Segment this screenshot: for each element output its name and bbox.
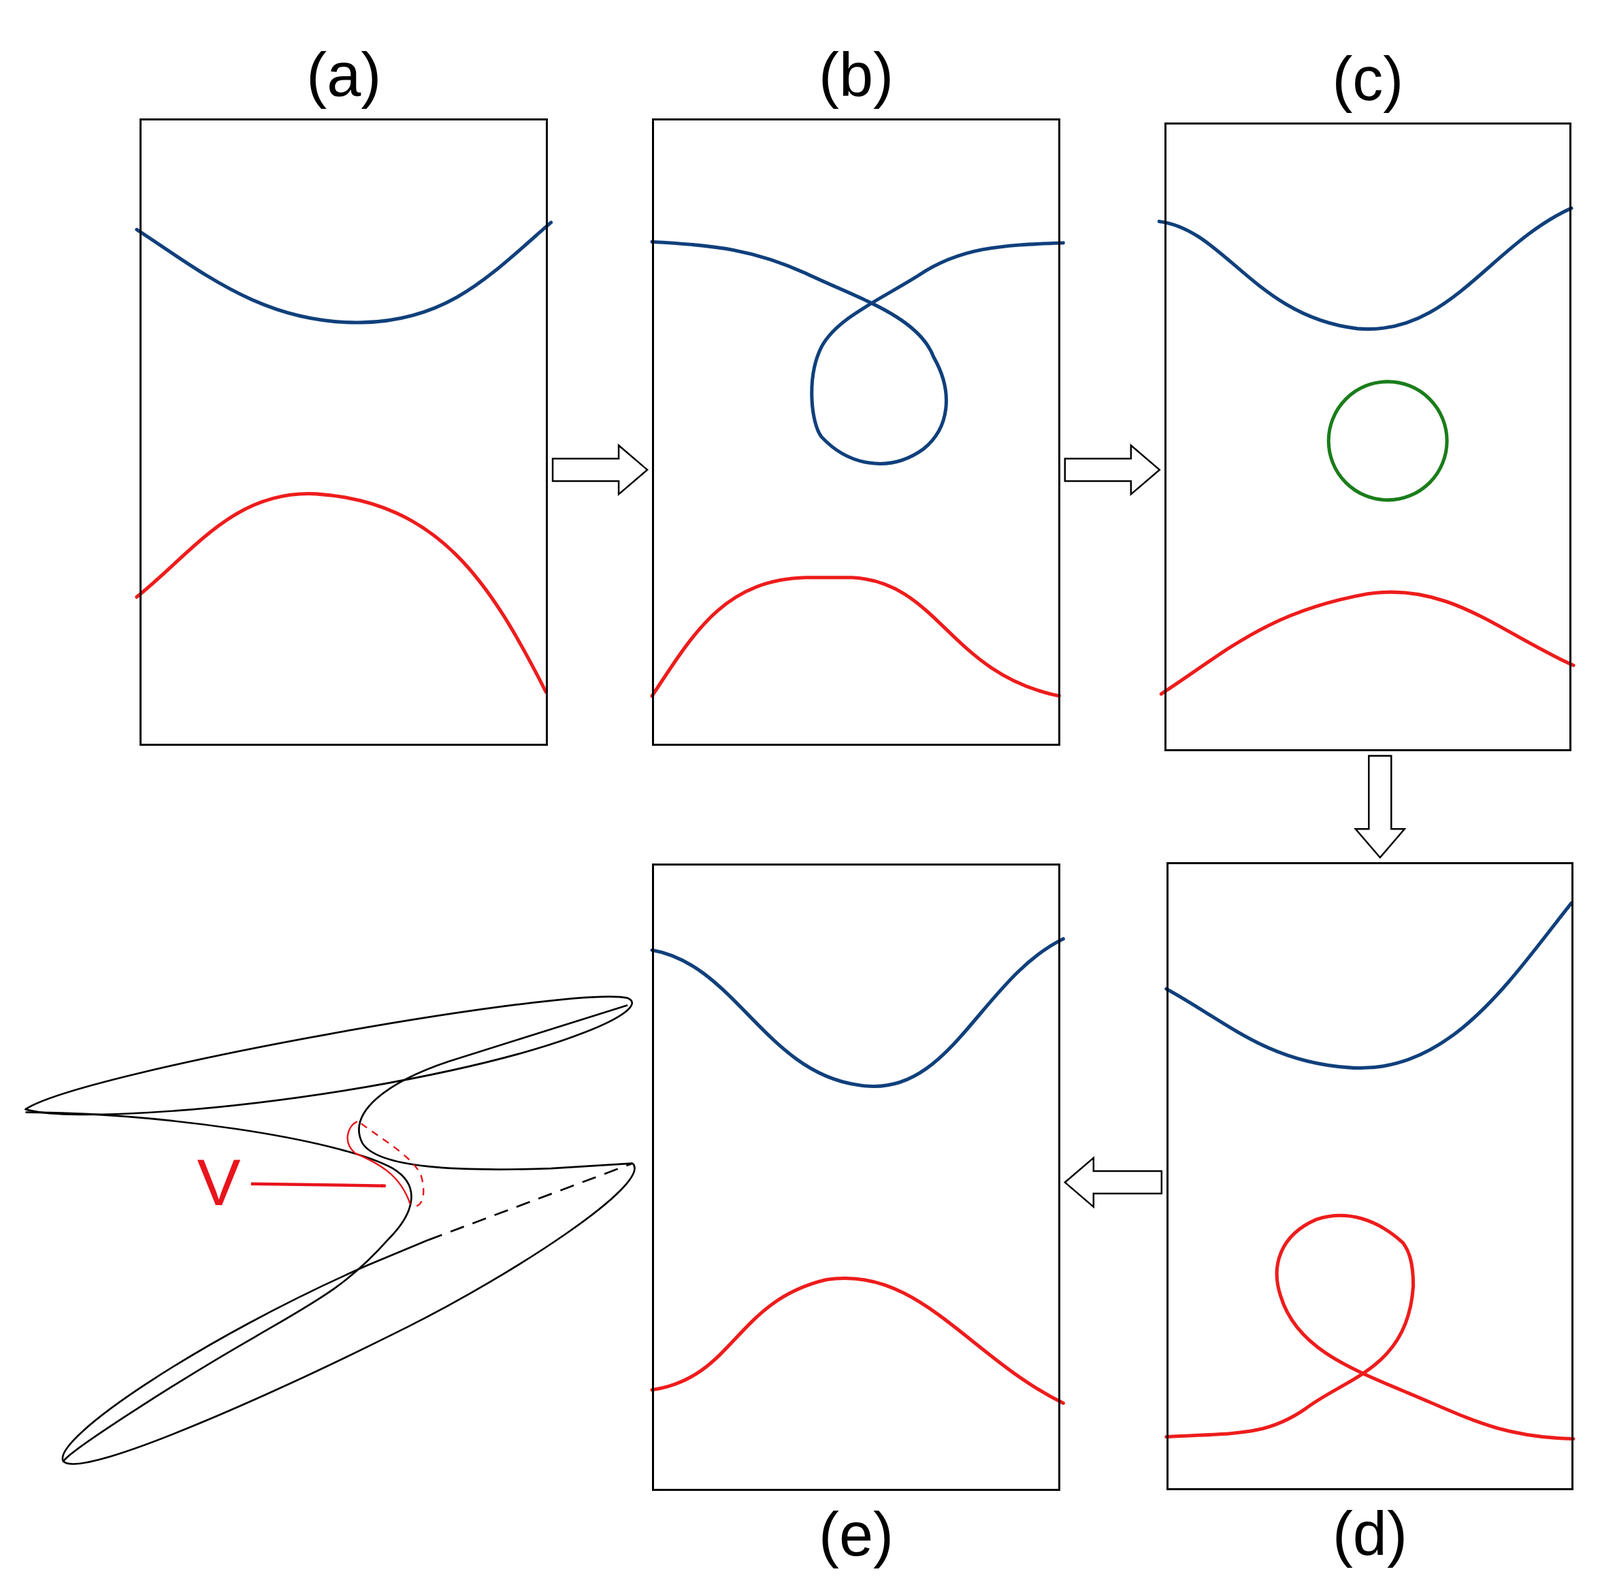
blue-curve [1158, 208, 1572, 330]
panel-frame: (e) [651, 863, 1061, 1492]
panel-label: (e) [818, 1504, 894, 1566]
red-curve [651, 1278, 1064, 1404]
hollow-arrow [1065, 1158, 1162, 1208]
red-curve [136, 494, 546, 693]
red-path [347, 1121, 411, 1204]
red-curve [651, 577, 1059, 697]
surface-outline [25, 1112, 412, 1462]
hollow-arrow [1355, 756, 1405, 858]
panel-label: (b) [818, 44, 894, 106]
red-curve [1166, 1215, 1574, 1439]
red-curve [1161, 592, 1574, 695]
blue-curve [1166, 903, 1572, 1068]
red-path-hidden [361, 1123, 424, 1207]
hollow-arrow [1065, 445, 1160, 495]
pointer-arrow [251, 1184, 386, 1187]
panel-frame: (c) [1164, 122, 1572, 752]
green-loop [1328, 381, 1447, 501]
blue-curve [651, 939, 1064, 1087]
panel-frame: (b) [651, 118, 1061, 746]
surface-outline [25, 997, 632, 1115]
panel-label: (d) [1332, 1503, 1408, 1565]
surface-outline [359, 1005, 633, 1170]
hollow-arrow [552, 445, 648, 495]
hidden-edge [428, 1163, 633, 1240]
panel-frame: (a) [139, 118, 548, 746]
blue-curve [136, 222, 552, 323]
blue-curve [651, 241, 1064, 464]
panel-label: (c) [1331, 48, 1404, 110]
vector-label: V [196, 1150, 241, 1216]
panel-frame: (d) [1166, 862, 1574, 1490]
surface-outline [62, 1163, 635, 1465]
panel-label: (a) [306, 44, 382, 106]
